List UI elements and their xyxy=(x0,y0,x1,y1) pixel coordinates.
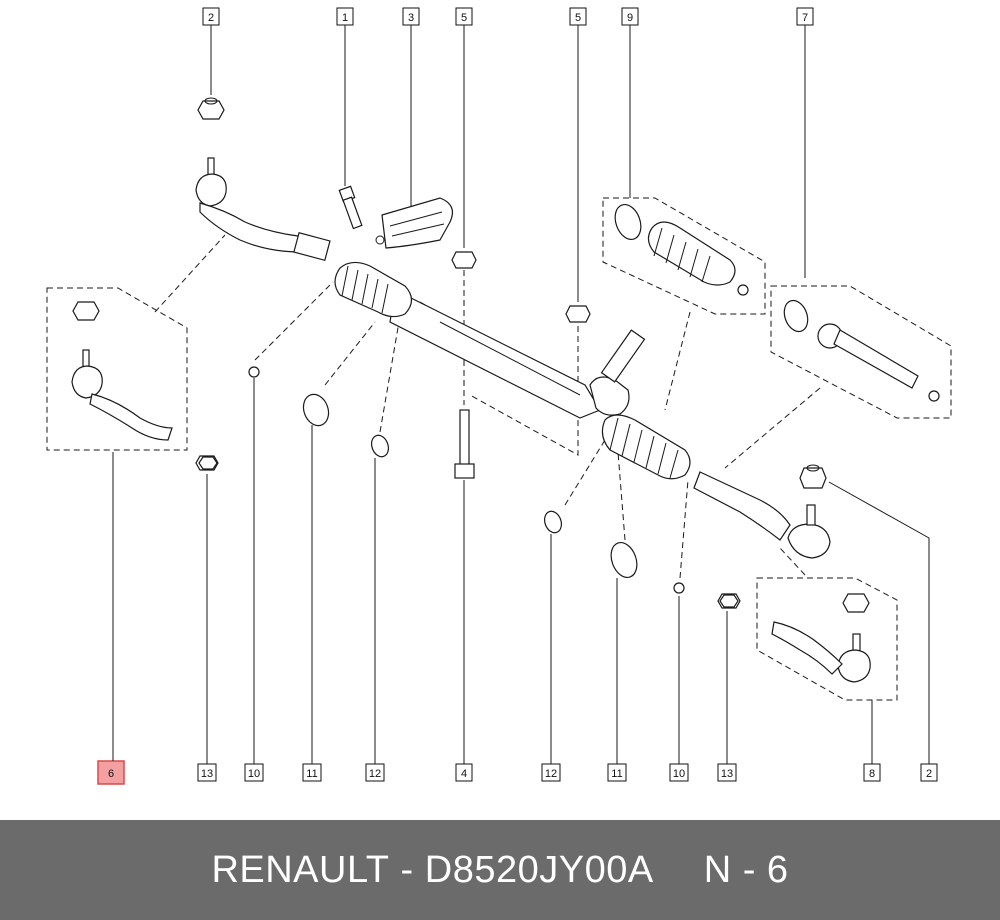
right-tie-rod-end-assembled xyxy=(693,471,831,559)
callout-top-3: 3 xyxy=(402,7,420,26)
ring-11-right xyxy=(610,541,638,579)
callout-top-9: 9 xyxy=(621,7,639,26)
callout-bottom-12a: 12 xyxy=(365,763,385,782)
callout-bottom-11a: 11 xyxy=(302,763,322,782)
svg-text:2: 2 xyxy=(926,768,932,780)
svg-text:5: 5 xyxy=(575,12,581,24)
callout-bottom-13a: 13 xyxy=(197,763,217,782)
group-box-8 xyxy=(756,577,898,701)
footer-part-number: D8520JY00A xyxy=(424,848,654,891)
callout-bottom-12b: 12 xyxy=(541,763,561,782)
tie-rod-end-8 xyxy=(717,593,871,683)
callout-bottom-6-highlighted: 6 xyxy=(97,760,125,785)
inner-tie-rod-7 xyxy=(783,299,940,402)
steering-rack-exploded-diagram: 2 1 3 5 5 9 7 6 13 xyxy=(46,7,952,785)
seal-12-left xyxy=(370,434,390,458)
nut-5-right xyxy=(565,305,591,323)
steering-rack-housing xyxy=(334,261,691,480)
svg-text:2: 2 xyxy=(208,12,214,24)
callout-top-1: 1 xyxy=(336,7,354,26)
group-box-7 xyxy=(770,285,952,419)
callout-bottom-2: 2 xyxy=(920,763,938,782)
footer-reference: N - 6 xyxy=(703,848,789,891)
callout-top-2: 2 xyxy=(202,7,220,26)
top-leader-lines xyxy=(210,25,806,302)
svg-text:10: 10 xyxy=(248,768,260,780)
footer-banner: RENAULT - D8520JY00A N - 6 xyxy=(0,820,1000,920)
bottom-leader-lines xyxy=(112,378,930,764)
svg-text:10: 10 xyxy=(673,768,685,780)
svg-text:12: 12 xyxy=(545,768,557,780)
group-box-6 xyxy=(46,287,188,451)
svg-text:4: 4 xyxy=(461,768,467,780)
left-tie-rod-end-assembled xyxy=(195,157,331,262)
ring-11-left xyxy=(302,393,330,427)
callout-bottom-4: 4 xyxy=(455,763,473,782)
footer-separator: - xyxy=(400,848,414,891)
nut-13-left xyxy=(198,456,218,470)
callout-bottom-8: 8 xyxy=(863,763,881,782)
svg-text:13: 13 xyxy=(721,768,733,780)
bolt-1 xyxy=(338,185,363,230)
svg-text:8: 8 xyxy=(869,768,875,780)
svg-text:9: 9 xyxy=(627,12,633,24)
seal-12-right xyxy=(543,510,563,534)
callout-top-5b: 5 xyxy=(569,7,587,26)
footer-brand: RENAULT xyxy=(211,848,390,891)
nut-2-top xyxy=(197,97,225,120)
svg-text:5: 5 xyxy=(461,12,467,24)
callout-top-5a: 5 xyxy=(455,7,473,26)
nut-2-right xyxy=(799,464,827,489)
svg-text:7: 7 xyxy=(802,12,808,24)
svg-text:11: 11 xyxy=(611,768,622,780)
tie-rod-end-6 xyxy=(71,301,219,471)
svg-text:13: 13 xyxy=(201,768,213,780)
callout-bottom-11b: 11 xyxy=(607,763,627,782)
svg-text:3: 3 xyxy=(408,12,414,24)
callout-bottom-10b: 10 xyxy=(669,763,689,782)
svg-text:11: 11 xyxy=(306,768,317,780)
svg-text:12: 12 xyxy=(369,768,381,780)
bellows-9 xyxy=(614,203,749,296)
group-box-9 xyxy=(602,197,766,315)
svg-text:1: 1 xyxy=(342,12,348,24)
heat-shield-3 xyxy=(375,197,453,249)
bolt-4 xyxy=(454,409,475,479)
nut-5-left xyxy=(451,251,477,269)
callout-bottom-13b: 13 xyxy=(717,763,737,782)
nut-13-right xyxy=(719,594,739,608)
callout-bottom-10a: 10 xyxy=(244,763,264,782)
clip-10-right xyxy=(673,582,685,594)
callout-top-7: 7 xyxy=(796,7,814,26)
clip-10-left xyxy=(248,366,260,378)
assembly-dashed-arrows xyxy=(154,234,821,579)
svg-text:6: 6 xyxy=(108,768,114,780)
